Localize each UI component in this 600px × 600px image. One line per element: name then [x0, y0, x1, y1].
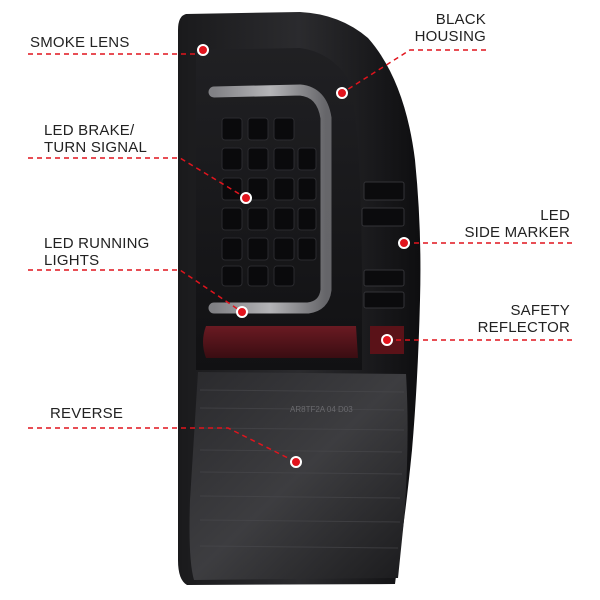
label-safety-reflector: SAFETY REFLECTOR	[478, 302, 570, 336]
callout-lines	[28, 49, 572, 463]
label-black-housing-line2: HOUSING	[414, 28, 486, 45]
side-marker-slots	[361, 181, 405, 309]
reverse-lens	[189, 372, 408, 580]
reverse-dot	[290, 456, 302, 468]
label-side-marker: LED SIDE MARKER	[464, 207, 570, 241]
reverse-lens-ribs	[199, 389, 405, 549]
callout-dots	[197, 44, 410, 468]
label-black-housing-line1: BLACK	[435, 11, 486, 28]
label-led-running-line2: LIGHTS	[44, 252, 100, 269]
smoke-lens-dot	[197, 44, 209, 56]
reflector-dot	[381, 334, 393, 346]
led-brake-dot	[240, 192, 252, 204]
label-side-marker-line1: LED	[540, 207, 570, 224]
led-running-dot	[236, 306, 248, 318]
label-black-housing: BLACK HOUSING	[415, 11, 486, 45]
black-housing-dot	[336, 87, 348, 99]
label-led-brake: LED BRAKE/ TURN SIGNAL	[44, 122, 147, 156]
label-safety-reflector-line2: REFLECTOR	[477, 319, 570, 336]
led-light-bar	[208, 84, 332, 314]
red-reflector	[203, 326, 358, 358]
label-reverse-line1: REVERSE	[50, 405, 124, 422]
label-smoke-lens: SMOKE LENS	[30, 34, 130, 51]
label-led-running: LED RUNNING LIGHTS	[44, 235, 150, 269]
label-led-running-line1: LED RUNNING	[44, 235, 150, 252]
led-grid	[221, 117, 317, 287]
label-side-marker-line2: SIDE MARKER	[464, 224, 570, 241]
label-safety-reflector-line1: SAFETY	[510, 302, 570, 319]
side-marker-dot	[398, 237, 410, 249]
lens-marking: AR8TF2A 04 D03	[290, 405, 353, 414]
label-smoke-lens-line1: SMOKE LENS	[30, 34, 130, 51]
label-led-brake-line2: TURN SIGNAL	[44, 139, 148, 156]
label-led-brake-line1: LED BRAKE/	[44, 122, 135, 139]
label-reverse: REVERSE	[50, 405, 123, 422]
